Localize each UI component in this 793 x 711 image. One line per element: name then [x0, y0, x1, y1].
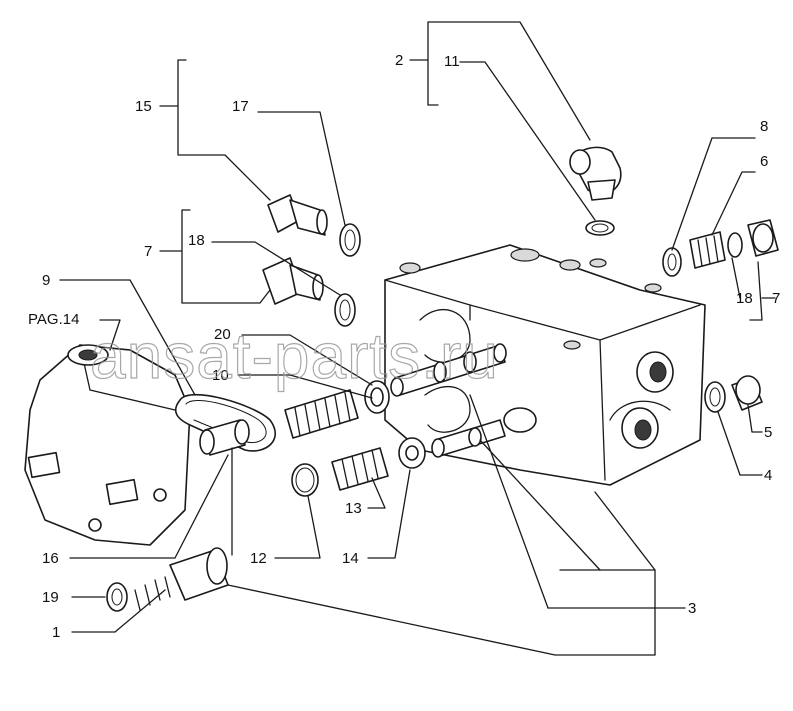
- seal-18-right: [727, 232, 743, 258]
- seal-17: [339, 223, 361, 257]
- label-15: 15: [135, 98, 152, 115]
- label-20: 20: [214, 326, 231, 343]
- sleeve-16: [199, 419, 250, 456]
- label-13: 13: [345, 500, 362, 517]
- label-8: 8: [760, 118, 768, 135]
- plug-7-right: [747, 219, 779, 257]
- label-4: 4: [764, 467, 772, 484]
- part-labels: 15 17 18 7 9 PAG.14 20 10 16 19 1 12 13 …: [28, 52, 780, 641]
- watermark-text: ansat-parts.ru: [90, 320, 499, 392]
- label-18-top: 18: [188, 232, 205, 249]
- label-18-right: 18: [736, 290, 753, 307]
- label-3: 3: [688, 600, 696, 617]
- label-6: 6: [760, 153, 768, 170]
- label-2: 2: [395, 52, 403, 69]
- label-pag-14: PAG.14: [28, 311, 79, 328]
- spring-1: [134, 576, 171, 611]
- spring-20: [284, 389, 359, 439]
- upper-spool: [390, 343, 507, 397]
- cap-14: [398, 437, 426, 469]
- washer-10: [364, 380, 390, 414]
- end-cover: [24, 344, 191, 546]
- label-5: 5: [764, 424, 772, 441]
- label-12: 12: [250, 550, 267, 567]
- leader-lines: [59, 21, 776, 656]
- sleeve-1: [169, 547, 229, 601]
- label-16: 16: [42, 550, 59, 567]
- seal-18-left: [334, 293, 356, 327]
- fitting-6: [689, 231, 726, 269]
- washer-19: [106, 582, 128, 612]
- label-14: 14: [342, 550, 359, 567]
- elbow-fitting-2: [569, 146, 622, 201]
- label-19: 19: [42, 589, 59, 606]
- plug-15: [267, 194, 328, 236]
- label-7-right: 7: [772, 290, 780, 307]
- label-17: 17: [232, 98, 249, 115]
- oring-12: [291, 463, 319, 497]
- label-10: 10: [212, 367, 229, 384]
- label-7-left: 7: [144, 243, 152, 260]
- label-9: 9: [42, 272, 50, 289]
- washer-4: [704, 381, 726, 413]
- label-1: 1: [52, 624, 60, 641]
- lower-spool: [431, 419, 506, 458]
- plug-7-left: [262, 257, 324, 305]
- washer-8: [662, 247, 682, 277]
- spring-13: [331, 447, 389, 491]
- label-11: 11: [444, 53, 460, 70]
- gasket-9: [174, 393, 276, 452]
- seal-11: [585, 220, 615, 236]
- plug-5: [731, 375, 763, 411]
- valve-body: [384, 244, 706, 486]
